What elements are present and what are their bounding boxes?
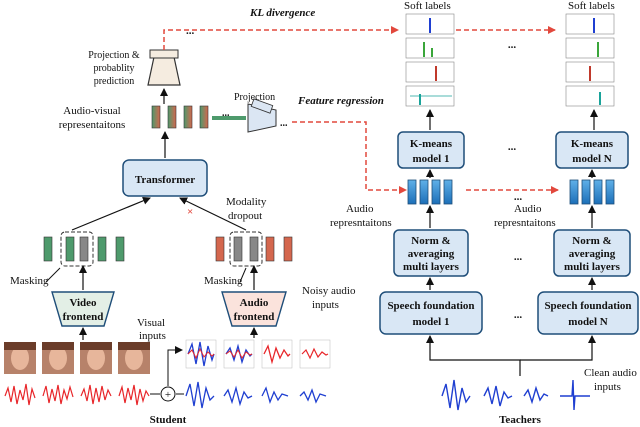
audio-frontend-label-2: frontend bbox=[234, 311, 275, 323]
clean-to-speech2 bbox=[520, 335, 596, 361]
audio-repr-2-label-2: represntaitons bbox=[494, 217, 556, 229]
modality-dropout-label-1: Modality bbox=[226, 196, 267, 208]
soft-labels-title-1: Soft labels bbox=[404, 0, 451, 12]
feature-regression-label: Feature regression bbox=[297, 95, 384, 107]
kl-divergence-label: KL divergence bbox=[249, 7, 315, 19]
audio-repr-tokens-1 bbox=[407, 179, 453, 205]
visual-inputs-label-2: inputs bbox=[139, 330, 166, 342]
softlabel-ellipsis: ... bbox=[508, 39, 517, 51]
visual-inputs-label-1: Visual bbox=[137, 317, 165, 329]
masking-label-1: Masking bbox=[10, 275, 49, 287]
audio-frontend-box bbox=[221, 291, 287, 327]
video-frontend-box bbox=[51, 291, 115, 327]
projection-prediction-label-2: probablity bbox=[93, 63, 134, 74]
modality-dropout-label-2: dropout bbox=[228, 210, 262, 222]
norm-2-label-3: multi layers bbox=[564, 261, 621, 273]
plus-to-noisy bbox=[167, 346, 183, 386]
masking-pointer-1 bbox=[45, 267, 61, 283]
projection-block bbox=[247, 98, 277, 133]
speech-2-label-1: Speech foundation bbox=[544, 300, 631, 312]
audio-repr-1-label-2: represntaitons bbox=[330, 217, 392, 229]
kl-arrow-to-softlabels-1 bbox=[163, 26, 399, 50]
kmeans-box-2 bbox=[555, 131, 629, 169]
kmeans-1-label-1: K-means bbox=[410, 138, 453, 150]
clean-audio-waveforms-teacher bbox=[441, 379, 590, 411]
masking-pointer-2 bbox=[239, 267, 247, 283]
audio-repr-1-label-1: Audio bbox=[346, 203, 374, 215]
kmeans-2-label-1: K-means bbox=[571, 138, 614, 150]
projection-prediction-label-1: Projection & bbox=[88, 50, 140, 61]
face-image bbox=[118, 342, 150, 374]
soft-labels-title-2: Soft labels bbox=[568, 0, 615, 12]
speech-1-label-2: model 1 bbox=[413, 316, 450, 328]
noisy-audio-label-1: Noisy audio bbox=[302, 285, 356, 297]
regression-arrow-1 bbox=[292, 121, 407, 194]
video-frontend-label-1: Video bbox=[69, 297, 97, 309]
av-repr-label-2: representaitons bbox=[59, 119, 126, 131]
norm-1-label-3: multi layers bbox=[403, 261, 460, 273]
speech-1-label-1: Speech foundation bbox=[387, 300, 474, 312]
av-repr-label-1: Audio-visual bbox=[63, 105, 120, 117]
soft-label-plots-2 bbox=[565, 13, 615, 107]
audio-repr-2-label-1: Audio bbox=[514, 203, 542, 215]
norm-1-label-1: Norm & bbox=[411, 235, 450, 247]
face-image bbox=[4, 342, 36, 374]
speech-foundation-box-1 bbox=[379, 291, 483, 335]
speech-2-label-2: model N bbox=[568, 316, 607, 328]
norm-2-label-1: Norm & bbox=[572, 235, 611, 247]
student-label: Student bbox=[150, 414, 187, 426]
noisy-audio-label-2: inputs bbox=[312, 299, 339, 311]
transformer-label: Transformer bbox=[135, 174, 195, 186]
kmeans-2-label-2: model N bbox=[572, 153, 611, 165]
speech-foundation-box-2 bbox=[537, 291, 639, 335]
plus-combiner bbox=[160, 386, 176, 402]
norm-2-label-2: averaging bbox=[569, 248, 616, 260]
soft-label-plots-1 bbox=[405, 13, 455, 107]
clean-audio-label-2: inputs bbox=[594, 381, 621, 393]
face-image bbox=[42, 342, 74, 374]
teachers-label: Teachers bbox=[499, 414, 541, 426]
clean-to-speech1 bbox=[426, 335, 521, 376]
dropout-x-mark: × bbox=[187, 206, 193, 218]
masking-label-2: Masking bbox=[204, 275, 243, 287]
norm-box-1 bbox=[393, 229, 469, 277]
face-thumbnails bbox=[4, 342, 150, 374]
projection-prediction-head bbox=[147, 49, 181, 86]
transformer-box bbox=[122, 159, 208, 197]
audio-tokens bbox=[215, 231, 293, 267]
norm-1-label-2: averaging bbox=[408, 248, 455, 260]
audio-repr-tokens-2 bbox=[569, 179, 615, 205]
clean-audio-label-1: Clean audio bbox=[584, 367, 637, 379]
repr-ellipsis: ... bbox=[514, 191, 523, 203]
red-noise-waveforms bbox=[4, 383, 150, 406]
audio-frontend-label-1: Audio bbox=[240, 297, 269, 309]
projection-label: Projection bbox=[234, 92, 275, 103]
audio-to-transformer bbox=[179, 197, 247, 231]
proj-ellipsis: ... bbox=[222, 108, 230, 119]
video-tokens bbox=[43, 231, 125, 267]
video-to-transformer bbox=[71, 196, 151, 231]
face-image bbox=[80, 342, 112, 374]
norm-ellipsis: ... bbox=[514, 251, 523, 263]
kmeans-box-1 bbox=[397, 131, 465, 169]
projection-prediction-label-3: prediction bbox=[94, 76, 135, 87]
regression-ellipsis: ... bbox=[280, 118, 288, 129]
av-representation-tokens bbox=[151, 105, 209, 129]
norm-box-2 bbox=[553, 229, 631, 277]
plus-sign: + bbox=[165, 389, 171, 401]
noisy-audio-waveforms bbox=[185, 339, 331, 369]
video-frontend-label-2: frontend bbox=[63, 311, 104, 323]
kl-ellipsis: ... bbox=[186, 25, 195, 37]
speech-ellipsis: ... bbox=[514, 309, 523, 321]
kmeans-1-label-2: model 1 bbox=[413, 153, 450, 165]
kmeans-ellipsis: ... bbox=[508, 141, 517, 153]
clean-audio-waveforms-student bbox=[185, 381, 327, 409]
